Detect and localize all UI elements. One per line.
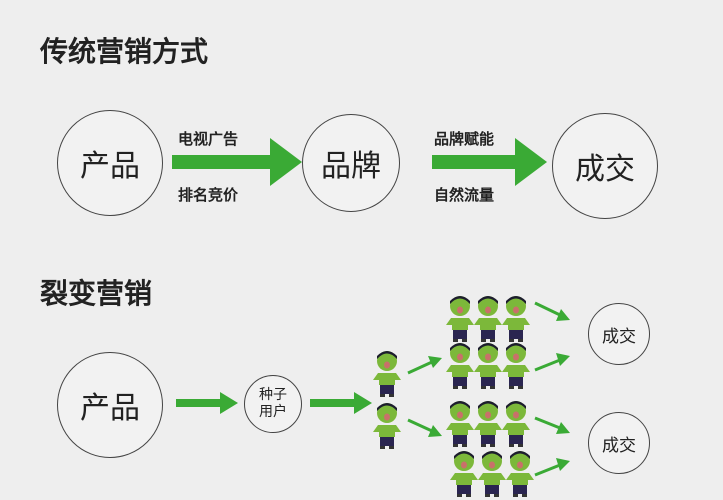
fission-product-circle: 产品	[57, 352, 163, 458]
spread-arrows	[407, 301, 570, 477]
deal-circle-top: 成交	[588, 303, 650, 365]
traditional-title: 传统营销方式	[40, 35, 209, 68]
fission-title: 裂变营销	[40, 277, 153, 310]
label-organic-traffic: 自然流量	[434, 186, 495, 204]
label-brand-empower: 品牌赋能	[434, 130, 495, 148]
seed-line2: 用户	[259, 404, 287, 420]
spread-users-figures	[446, 296, 534, 497]
deal-circle: 成交	[552, 113, 658, 219]
seed-users-figures	[373, 351, 401, 449]
seed-line1: 种子	[259, 387, 287, 403]
brand-circle: 品牌	[302, 114, 400, 212]
seed-users-circle: 种子 用户	[244, 375, 302, 433]
arrow-seed-to-users	[310, 392, 372, 414]
label-tv-ads: 电视广告	[178, 130, 239, 148]
product-circle: 产品	[57, 110, 163, 216]
deal-circle-bottom: 成交	[588, 412, 650, 474]
label-bidding: 排名竞价	[178, 186, 239, 204]
arrow-product-to-seed	[176, 392, 238, 414]
arrow-brand-to-deal	[432, 138, 547, 186]
arrow-product-to-brand	[172, 138, 302, 186]
